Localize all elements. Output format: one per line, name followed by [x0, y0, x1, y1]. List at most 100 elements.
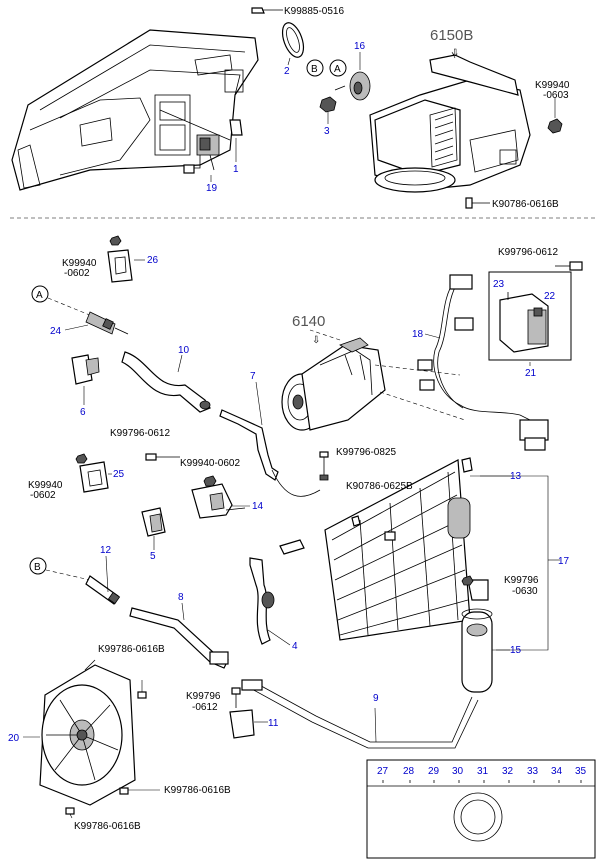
part-label-21: 21: [525, 368, 537, 379]
inset-table: [366, 759, 596, 859]
part-label-25: 25: [113, 469, 125, 480]
ac-switch-19: [183, 134, 220, 174]
fastener-label-top-bolt: K99885-0516: [284, 6, 344, 17]
part-label-16: 16: [354, 41, 366, 52]
clip-5: [141, 507, 166, 537]
callout-b-top: B: [311, 64, 318, 75]
cooling-fan-20: [39, 659, 136, 806]
callout-b: B: [34, 562, 41, 573]
fastener-label-bolt-rcv-a: K99796: [504, 575, 539, 586]
fastener-label-bolt-fan-1: K99786-0616B: [164, 785, 231, 796]
part-label-19: 19: [206, 183, 218, 194]
bracket-11: [229, 687, 255, 739]
part-label-2: 2: [284, 66, 290, 77]
compressor-6140: [281, 337, 386, 431]
pipe-7: [219, 409, 321, 497]
part-label-24: 24: [50, 326, 62, 337]
fan-bolt-top: [137, 680, 147, 699]
part-label-10: 10: [178, 345, 190, 356]
part-label-22: 22: [544, 291, 556, 302]
hose-8: [129, 607, 229, 669]
group-label-6140: 6140: [292, 313, 325, 330]
pressure-switch-24: [85, 311, 129, 335]
hose-10: [121, 351, 211, 413]
fastener-label-nut-mid: K99940-0602: [180, 458, 240, 469]
part-label-3: 3: [324, 126, 330, 137]
part-label-17: 17: [558, 556, 570, 567]
part-label-8: 8: [178, 592, 184, 603]
fastener-label-bolt-cond: K90786-0625B: [346, 481, 413, 492]
part-label-4: 4: [292, 641, 298, 652]
fastener-label-nut-25-a: K99940: [28, 480, 63, 491]
bracket-25: [75, 453, 109, 493]
part-label-11: 11: [268, 718, 279, 729]
fastener-label-bolt-11-a: K99796: [186, 691, 221, 702]
part-label-23: 23: [493, 279, 505, 290]
bracket-26: [107, 235, 133, 283]
top-bolt: [251, 7, 283, 14]
part-label-6: 6: [80, 407, 86, 418]
inset-label-29: 29: [428, 766, 440, 777]
fan-bolt-2: [65, 807, 75, 819]
fastener-label-bolt-fan-top: K99786-0616B: [98, 644, 165, 655]
inset-label-28: 28: [403, 766, 415, 777]
fan-bolt-1: [119, 787, 129, 795]
part-label-15: 15: [510, 645, 522, 656]
relay-assembly: [499, 292, 549, 353]
part-label-14: 14: [252, 501, 264, 512]
fastener-label-nut-top-b: -0603: [543, 90, 569, 101]
bracket-14: [145, 453, 246, 519]
hose-9: [241, 679, 479, 749]
fastener-label-bolt-left: K99796-0612: [110, 428, 170, 439]
bolt-0825: [319, 451, 329, 481]
gasket-2: [281, 22, 305, 58]
inset-ring: [453, 792, 503, 842]
part-label-1: 1: [233, 164, 239, 175]
fastener-label-nut-25-b: -0602: [30, 490, 56, 501]
inset-box-21: [488, 271, 572, 361]
condenser-13: [324, 457, 473, 641]
relay-bolt: [555, 261, 583, 271]
fastener-label-bolt-mid: K99796-0825: [336, 447, 396, 458]
fastener-label-bolt-top: K90786-0616B: [492, 199, 559, 210]
inset-label-33: 33: [527, 766, 539, 777]
fastener-label-nut-top-a: K99940: [535, 80, 570, 91]
nut-top-right: [547, 118, 563, 134]
part-label-13: 13: [510, 471, 522, 482]
part-label-9: 9: [373, 693, 379, 704]
wiring-harness-18: [417, 274, 549, 451]
part-label-18: 18: [412, 329, 424, 340]
part-label-12: 12: [100, 545, 112, 556]
blower-unit-6150b: [369, 54, 531, 193]
inset-label-34: 34: [551, 766, 563, 777]
switch-knob-1: [229, 119, 243, 136]
motor-16: [334, 71, 371, 101]
arrow-6140: ⇩: [312, 335, 320, 346]
bolt-top-bottom: [465, 197, 490, 209]
part-label-26: 26: [147, 255, 159, 266]
fastener-label-nut-26-b: -0602: [64, 268, 90, 279]
inset-tick-marks: [382, 780, 582, 783]
part-label-7: 7: [250, 371, 256, 382]
part-label-5: 5: [150, 551, 156, 562]
inset-label-31: 31: [477, 766, 489, 777]
fastener-label-bolt-right: K99796-0612: [498, 247, 558, 258]
fastener-label-bolt-rcv-b: -0630: [512, 586, 538, 597]
fastener-label-bolt-fan-2: K99786-0616B: [74, 821, 141, 832]
fastener-label-bolt-11-b: -0612: [192, 702, 218, 713]
inset-label-27: 27: [377, 766, 389, 777]
inset-label-30: 30: [452, 766, 464, 777]
group-label-6150b: 6150B: [430, 27, 473, 44]
receiver-drier-15: [461, 575, 493, 693]
pipe-4: [249, 539, 305, 645]
callout-a-top: A: [334, 64, 341, 75]
callout-a: A: [36, 290, 43, 301]
inset-label-35: 35: [575, 766, 587, 777]
nut-3: [319, 96, 337, 113]
pipe-12: [85, 575, 121, 605]
arrow-6150b: ⇩: [451, 48, 459, 59]
fastener-label-nut-26-a: K99940: [62, 258, 97, 269]
part-label-20: 20: [8, 733, 20, 744]
dashboard-illustration: [11, 29, 259, 191]
